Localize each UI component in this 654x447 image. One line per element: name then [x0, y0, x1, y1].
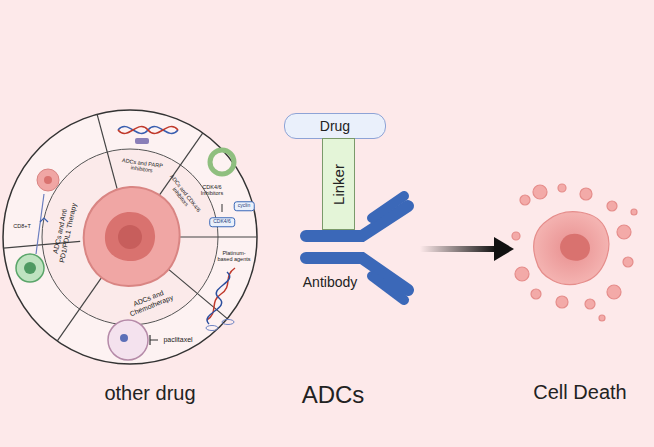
part-label: Antibody [303, 275, 357, 290]
therapy-label: ADCs and CDK4/6 inhibitors [164, 173, 202, 217]
section-label: Cell Death [533, 381, 626, 403]
therapy-wheel [3, 110, 257, 364]
wheel-divider [180, 236, 257, 237]
protein-label: cyclin [234, 201, 255, 211]
therapy-label: ADCs and PARP inhibitors [119, 157, 164, 175]
protein-label: CDK4/6 [209, 217, 235, 227]
node-text: Linker [330, 164, 347, 205]
drug-box: Drug [284, 113, 386, 139]
section-label: ADCs [302, 382, 365, 408]
flow-arrow [420, 237, 514, 261]
therapy-label: ADCs and Anti PD1/PDL1 Therapy [48, 192, 79, 271]
wheel-divider [168, 269, 227, 318]
section-label: other drug [104, 382, 195, 404]
dying-cell [512, 184, 637, 321]
wheel-divider [57, 278, 101, 341]
linker-box: Linker [322, 138, 355, 230]
therapy-label: ADCs and Chemotherapy [117, 283, 182, 321]
drug-label: CDK4/6 Inhibitors [195, 184, 229, 196]
cell-label: CD8+T [13, 223, 31, 229]
drug-label: Platinum-based agents [217, 250, 251, 262]
drug-label: paclitaxel [163, 336, 192, 344]
node-text: Drug [320, 118, 350, 134]
wheel-divider [97, 114, 117, 188]
